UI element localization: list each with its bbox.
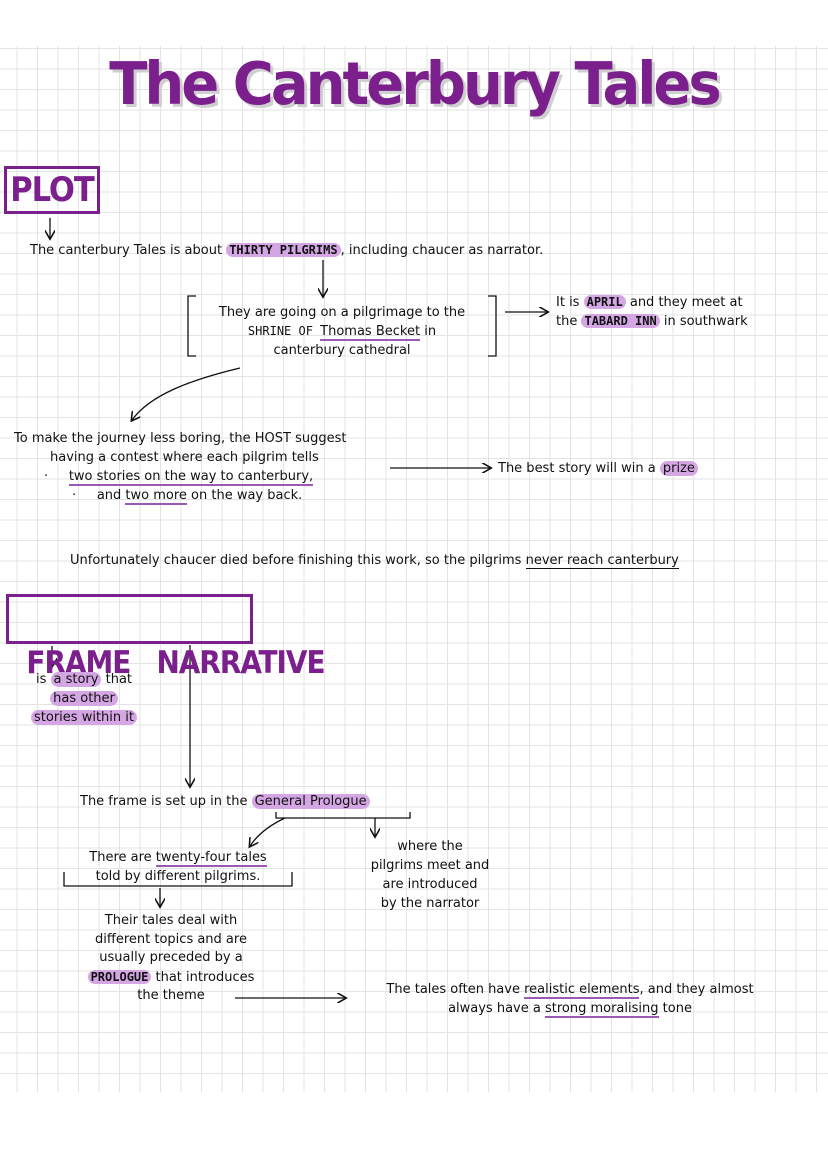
unfinished-a: Unfortunately chaucer died before finish… xyxy=(70,553,526,568)
shrine-text: SHRINE OF xyxy=(247,324,321,338)
def-line-2: has other xyxy=(14,689,154,708)
prologue-highlight: PROLOGUE xyxy=(87,969,152,984)
plot-heading-text: PLOT xyxy=(10,170,95,210)
frame-narrative-heading: FRAME NARRATIVE xyxy=(6,594,326,681)
realistic-elements-text: realistic elements xyxy=(524,982,640,999)
tabard-inn-highlight: TABARD INN xyxy=(581,314,660,328)
strong-moralising-text: strong moralising xyxy=(544,1001,659,1018)
never-reach-text: never reach canterbury xyxy=(525,553,679,569)
contest-line-1: To make the journey less boring, the HOS… xyxy=(14,431,347,446)
pilgrimage-block: They are going on a pilgrimage to the SH… xyxy=(196,303,488,360)
intro-text-c: , including chaucer as narrator. xyxy=(340,243,544,258)
bullet-1: · xyxy=(44,469,49,484)
topics-line-4: PROLOGUE that introduces xyxy=(60,968,282,988)
prologue-text: The frame is set up in the General Prolo… xyxy=(80,792,370,811)
contest-line-4: · and two more on the way back. xyxy=(14,486,346,505)
unfinished-text: Unfortunately chaucer died before finish… xyxy=(70,551,679,570)
prize-a: The best story will win a xyxy=(498,461,660,476)
bullet-2: · xyxy=(72,488,77,503)
tales-a: There are xyxy=(89,850,156,865)
general-prologue-highlight: General Prologue xyxy=(251,794,370,809)
meet-block: where the pilgrims meet and are introduc… xyxy=(356,837,504,913)
has-other-highlight: has other xyxy=(50,691,118,706)
and-text: and xyxy=(96,488,126,503)
meet-line-2: pilgrims meet and xyxy=(370,858,490,873)
prize-text: The best story will win a prize xyxy=(498,459,698,478)
meet-line-4: by the narrator xyxy=(380,896,480,911)
stories-within-highlight: stories within it xyxy=(31,710,137,725)
topics-line-3: usually preceded by a xyxy=(99,950,243,965)
contest-line-3: · two stories on the way to canterbury, xyxy=(14,467,346,486)
pilgrimage-in-text: in xyxy=(420,324,437,339)
contest-block: To make the journey less boring, the HOS… xyxy=(14,429,346,505)
april-line-2: the TABARD INN in southwark xyxy=(556,312,748,331)
april-c: and they meet at xyxy=(625,295,743,310)
two-stories-text: two stories on the way to canterbury, xyxy=(68,469,314,486)
plot-intro: The canterbury Tales is about THIRTY PIL… xyxy=(30,241,543,260)
realistic-line-1: The tales often have realistic elements,… xyxy=(354,980,786,999)
april-line-1: It is APRIL and they meet at xyxy=(556,293,748,312)
thomas-becket-text: Thomas Becket xyxy=(320,324,421,341)
realistic-line-2: always have a strong moralising tone xyxy=(354,999,786,1018)
page-title: The Canterbury Tales xyxy=(109,50,722,119)
pilgrimage-line-3: canterbury cathedral xyxy=(273,343,411,358)
topics-line-5: the theme xyxy=(137,988,205,1003)
a-story-highlight: a story xyxy=(50,672,102,687)
topics-line-1: Their tales deal with xyxy=(104,913,238,928)
tales-line-2: told by different pilgrims. xyxy=(95,869,261,884)
pilgrimage-line-2: SHRINE OF Thomas Becket in xyxy=(196,322,488,341)
tabard-a: the xyxy=(556,314,582,329)
intro-text-a: The canterbury Tales is about xyxy=(30,243,227,258)
prize-highlight: prize xyxy=(659,461,698,476)
realistic-block: The tales often have realistic elements,… xyxy=(354,980,786,1018)
bracket-tales xyxy=(63,872,293,887)
april-highlight: APRIL xyxy=(583,295,626,309)
way-back-text: on the way back. xyxy=(186,488,303,503)
bracket-prologue xyxy=(275,812,411,819)
realistic-a: The tales often have xyxy=(386,982,525,997)
tone-text: tone xyxy=(658,1001,692,1016)
pilgrimage-line-1: They are going on a pilgrimage to the xyxy=(218,305,466,320)
bracket-left xyxy=(187,295,196,357)
realistic-c: , and they almost xyxy=(639,982,754,997)
twenty-four-tales-text: twenty-four tales xyxy=(155,850,267,867)
contest-line-2: having a contest where each pilgrim tell… xyxy=(50,450,319,465)
plot-heading: PLOT xyxy=(4,166,100,214)
april-block: It is APRIL and they meet at the TABARD … xyxy=(556,293,748,331)
def-that: that xyxy=(101,672,133,687)
prologue-a: The frame is set up in the xyxy=(80,794,252,809)
meet-line-3: are introduced xyxy=(382,877,478,892)
meet-line-1: where the xyxy=(397,839,463,854)
topics-block: Their tales deal with different topics a… xyxy=(60,912,282,1006)
frame-definition: is a story that has other stories within… xyxy=(14,670,154,727)
two-more-text: two more xyxy=(125,488,187,505)
bracket-right xyxy=(488,295,497,357)
def-is: is xyxy=(35,672,51,687)
tales-block: There are twenty-four tales told by diff… xyxy=(60,848,296,886)
april-a: It is xyxy=(556,295,584,310)
tales-line-1: There are twenty-four tales xyxy=(60,848,296,867)
arrow-to-tales xyxy=(250,817,286,846)
def-line-1: is a story that xyxy=(14,670,154,689)
thirty-pilgrims-highlight: THIRTY PILGRIMS xyxy=(226,243,341,257)
tabard-c: in southwark xyxy=(659,314,748,329)
grid-paper xyxy=(0,46,828,1092)
topics-line-2: different topics and are xyxy=(95,931,247,947)
moral-a: always have a xyxy=(448,1001,545,1016)
introduces-text: that introduces xyxy=(151,969,255,985)
arrow-curve-to-contest xyxy=(132,367,241,420)
def-line-3: stories within it xyxy=(14,708,154,727)
